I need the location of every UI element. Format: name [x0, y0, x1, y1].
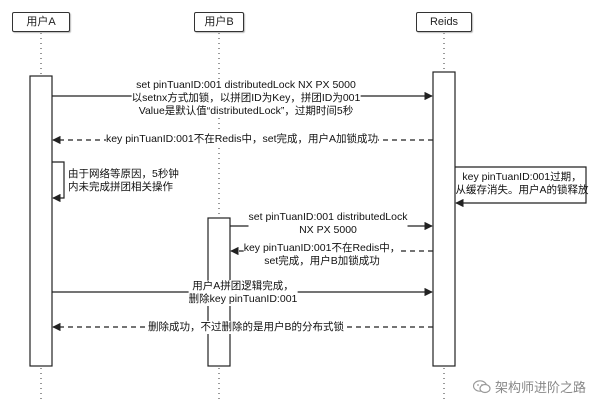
message-m1-line2: 以setnx方式加锁，以拼团ID为Key，拼团ID为001 — [131, 92, 361, 105]
message-m6: key pinTuanID:001不在Redis中， set完成，用户B加锁成功 — [243, 242, 401, 268]
message-m8-text: 删除成功，不过删除的是用户B的分布式锁 — [147, 321, 345, 333]
message-m5-line2: NX PX 5000 — [248, 224, 408, 237]
message-m2: key pinTuanID:001不在Redis中，set完成，用户A加锁成功 — [105, 133, 379, 146]
arrow-m3-self — [52, 161, 65, 203]
message-m3-line2: 内未完成拼团相关操作 — [68, 181, 173, 193]
message-m7-line1: 用户A拼团逻辑完成， — [188, 280, 298, 293]
activation-redis — [432, 71, 456, 367]
message-m2-text: key pinTuanID:001不在Redis中，set完成，用户A加锁成功 — [105, 133, 379, 145]
message-m1-line1: set pinTuanID:001 distributedLock NX PX … — [131, 79, 361, 92]
message-m5-line1: set pinTuanID:001 distributedLock — [248, 211, 408, 224]
message-m1-line3: Value是默认值“distributedLock”，过期时间5秒 — [131, 105, 361, 118]
message-m3-line1: 由于网络等原因，5秒钟 — [68, 168, 179, 180]
message-m6-line1: key pinTuanID:001不在Redis中， — [243, 242, 401, 255]
message-m6-line2: set完成，用户B加锁成功 — [243, 255, 401, 268]
message-m4: key pinTuanID:001过期， 从缓存消失。用户A的锁释放 — [455, 171, 588, 197]
message-m3: 由于网络等原因，5秒钟 内未完成拼团相关操作 — [68, 168, 179, 194]
actor-user-b: 用户B — [194, 12, 244, 32]
message-m4-line2: 从缓存消失。用户A的锁释放 — [455, 184, 589, 196]
arrow-m4-self — [455, 166, 587, 208]
message-m8: 删除成功，不过删除的是用户B的分布式锁 — [147, 321, 345, 334]
message-m5: set pinTuanID:001 distributedLock NX PX … — [248, 211, 408, 237]
message-m7-line2: 删除key pinTuanID:001 — [188, 293, 298, 306]
message-m7: 用户A拼团逻辑完成， 删除key pinTuanID:001 — [188, 280, 298, 306]
watermark: 架构师进阶之路 — [472, 377, 586, 396]
actor-redis: Reids — [416, 12, 472, 32]
message-m4-line1: key pinTuanID:001过期， — [462, 171, 582, 183]
activation-user-a — [29, 75, 53, 367]
message-m1: set pinTuanID:001 distributedLock NX PX … — [131, 79, 361, 118]
wechat-icon — [472, 379, 491, 394]
actor-user-a: 用户A — [12, 12, 70, 32]
watermark-text: 架构师进阶之路 — [494, 380, 586, 395]
